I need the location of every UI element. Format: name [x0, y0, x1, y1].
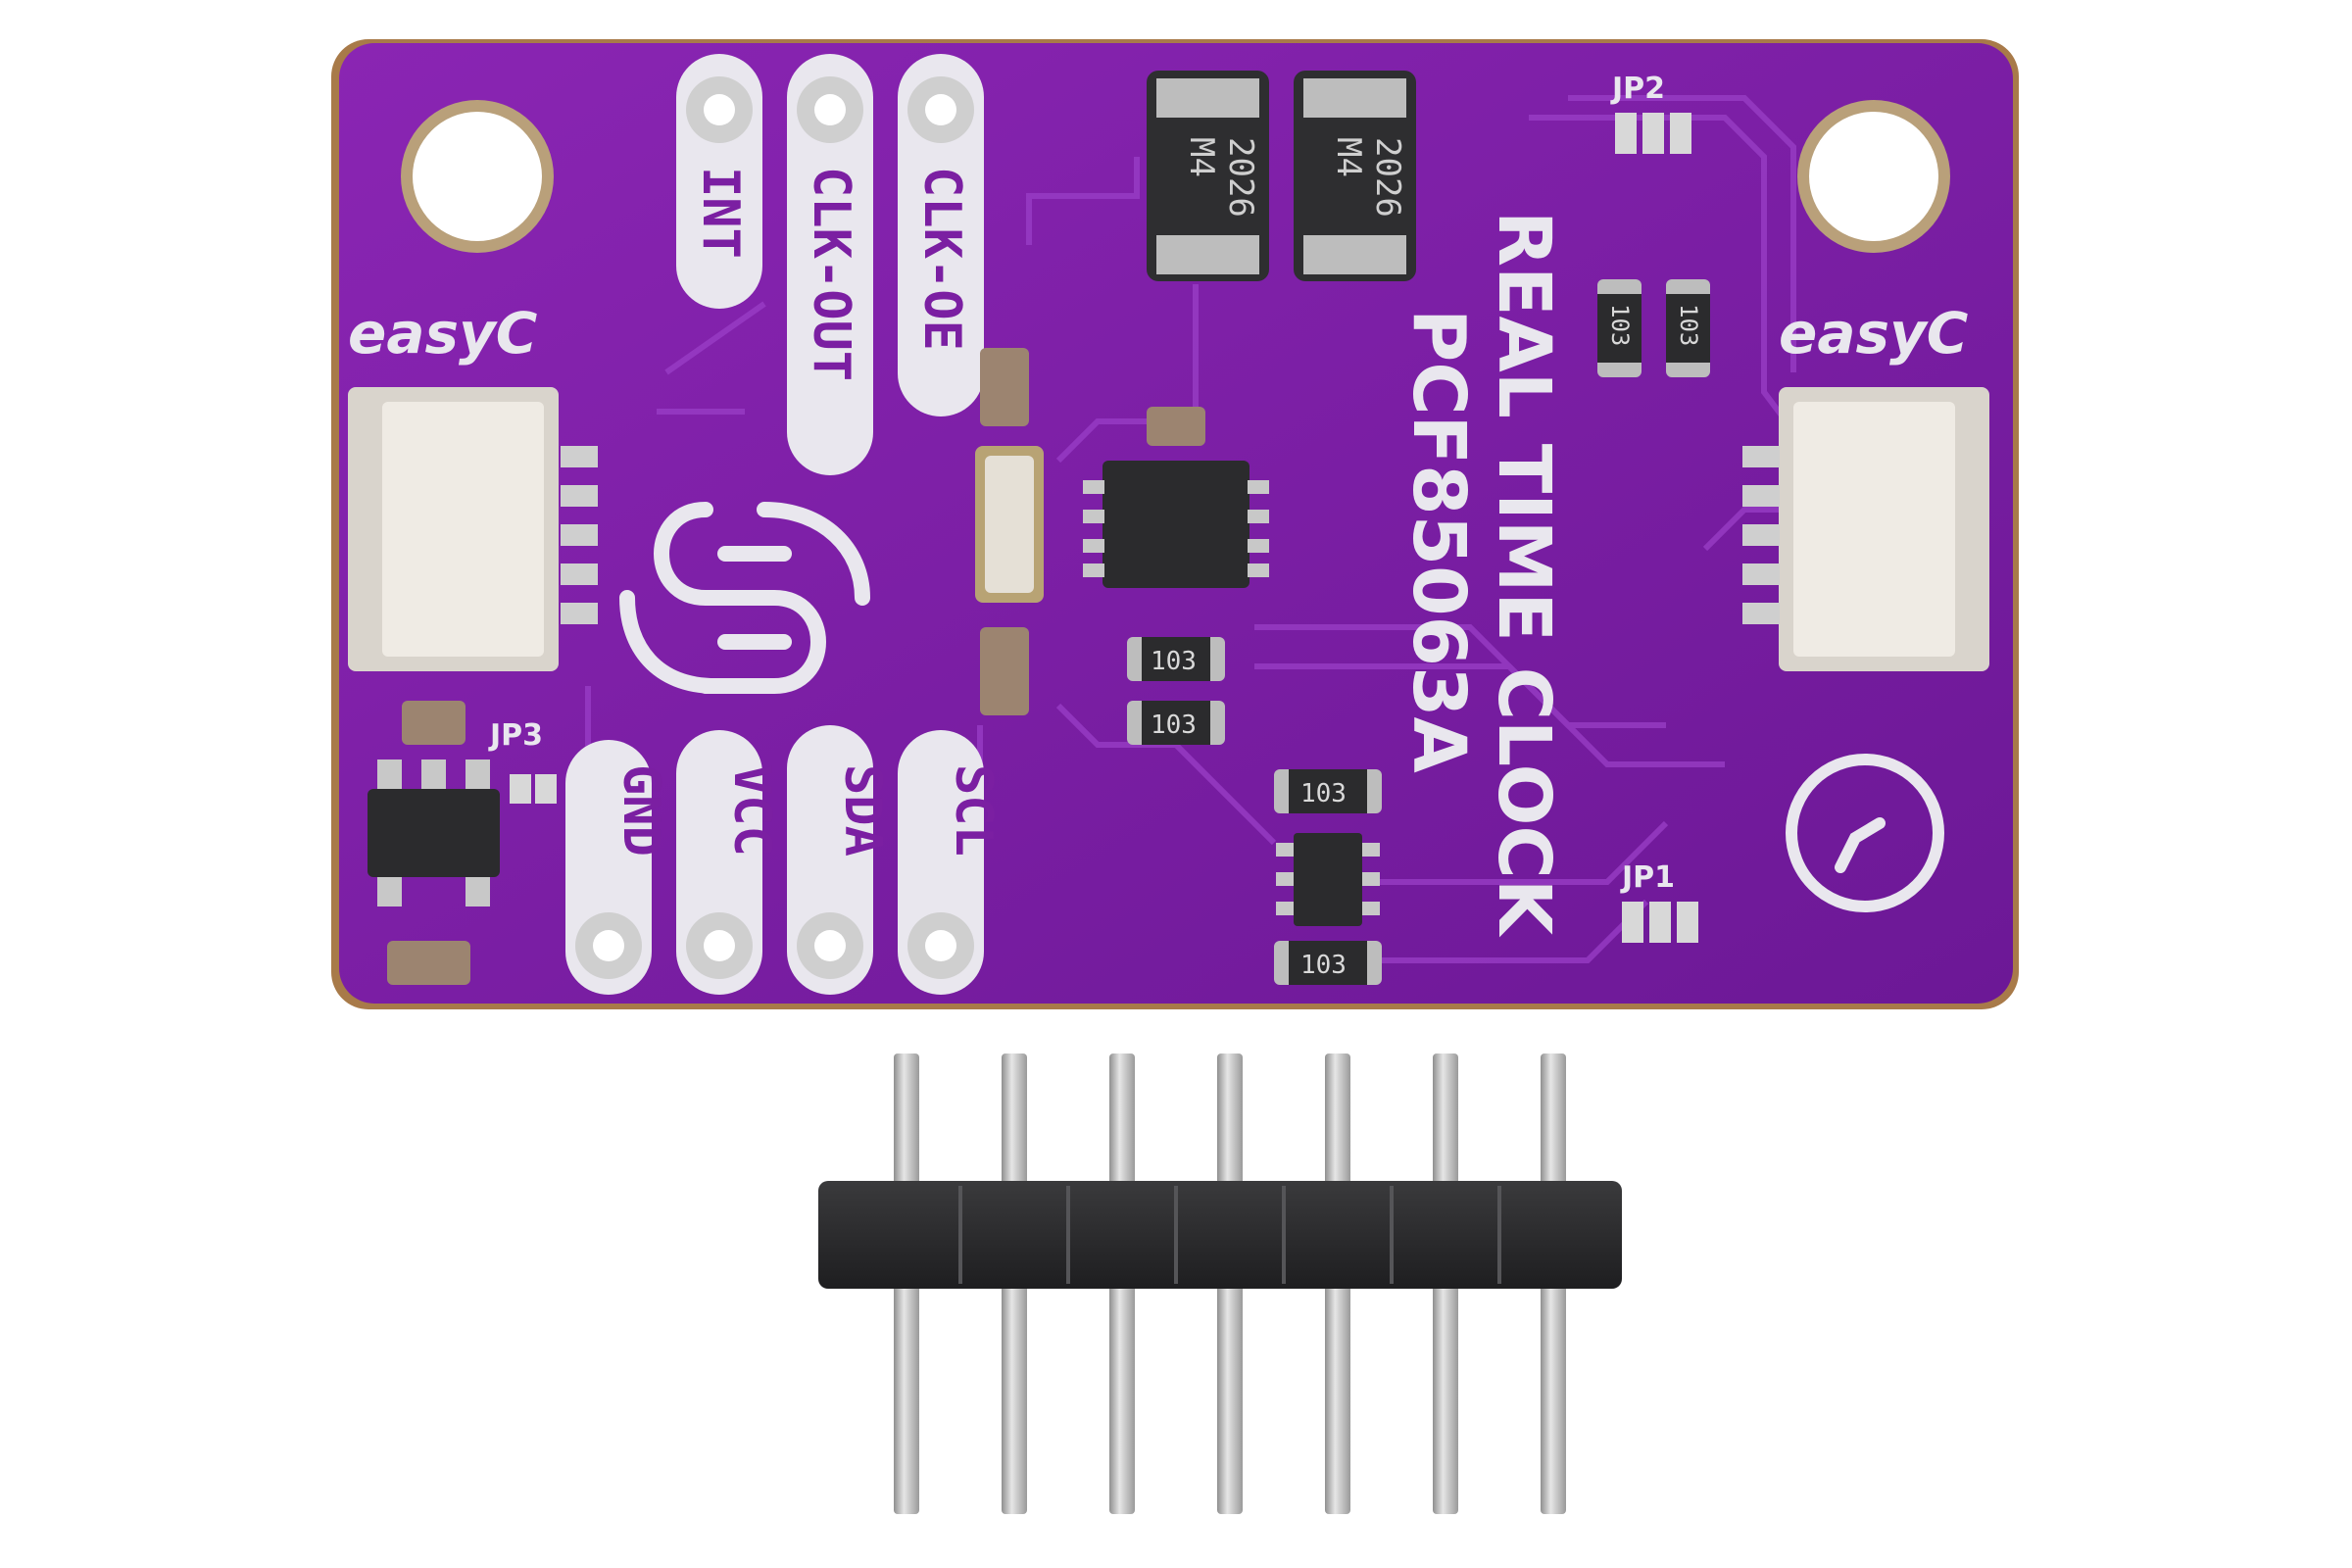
capacitor-2 — [980, 627, 1029, 715]
easyc-connector-right — [1742, 387, 1989, 671]
pin-pad-scl — [907, 912, 974, 979]
resistor-r5: 103 — [1597, 279, 1642, 377]
diode-1-marking-a: M4 — [1182, 137, 1221, 177]
brand-logo — [619, 502, 870, 694]
resistor-r1: 103 — [1127, 637, 1225, 681]
resistor-r2: 103 — [1127, 701, 1225, 745]
jumper-jp1: JP1 — [1620, 860, 1698, 943]
easyc-label-left: easyC — [348, 300, 537, 367]
resistor-r2-marking: 103 — [1151, 710, 1197, 740]
pin-label-int: INT — [691, 167, 750, 259]
resistor-r3: 103 — [1274, 769, 1382, 813]
capacitor-1 — [980, 348, 1029, 426]
pin-pad-clk-out — [797, 76, 863, 143]
pin-header — [818, 1054, 1622, 1514]
pin-label-sda: SDA — [833, 764, 892, 857]
diode-2-marking-b: 2026 — [1368, 137, 1407, 218]
board-title-line2: PCF85063A — [1396, 309, 1481, 773]
diode-2-marking-a: M4 — [1329, 137, 1368, 177]
mounting-hole-right — [1797, 100, 1950, 253]
jumper-jp2-label: JP2 — [1610, 72, 1665, 106]
voltage-regulator — [368, 701, 500, 985]
jumper-jp3: JP3 — [488, 718, 557, 804]
pin-pad-int — [686, 76, 753, 143]
resistor-r5-marking: 103 — [1606, 304, 1634, 346]
pin-label-gnd: GND — [612, 764, 670, 857]
jumper-jp3-label: JP3 — [488, 718, 543, 753]
diode-2: M4 2026 — [1294, 71, 1416, 281]
jumper-jp2: JP2 — [1610, 72, 1691, 154]
pin-label-vcc: VCC — [722, 764, 781, 857]
pin-pad-sda — [797, 912, 863, 979]
crystal — [975, 446, 1044, 603]
resistor-r4-marking: 103 — [1300, 951, 1347, 980]
board-title-line1: REAL TIME CLOCK — [1482, 211, 1566, 938]
rtc-chip — [1083, 461, 1269, 588]
sot-chip-middle — [1276, 833, 1380, 926]
mounting-hole-left — [401, 100, 554, 253]
pin-pad-gnd — [575, 912, 642, 979]
header-plastic — [818, 1181, 1622, 1289]
diode-1: M4 2026 — [1147, 71, 1269, 281]
resistor-r3-marking: 103 — [1300, 779, 1347, 808]
easyc-connector-left — [348, 387, 598, 671]
easyc-label-right: easyC — [1779, 300, 1968, 367]
clock-icon — [1786, 754, 1944, 912]
resistor-r6: 103 — [1666, 279, 1710, 377]
resistor-r4: 103 — [1274, 941, 1382, 985]
pin-pad-vcc — [686, 912, 753, 979]
resistor-r6-marking: 103 — [1675, 304, 1702, 346]
jumper-jp1-label: JP1 — [1620, 860, 1675, 895]
diode-1-marking-b: 2026 — [1221, 137, 1260, 218]
bottom-pin-row: GND VCC SDA SCL — [565, 725, 1003, 995]
pin-pad-clk-oe — [907, 76, 974, 143]
pin-label-scl: SCL — [944, 764, 1003, 857]
pin-label-clk-oe: CLK-OE — [912, 167, 971, 351]
resistor-r1-marking: 103 — [1151, 647, 1197, 676]
top-pin-row: INT CLK-OUT CLK-OE — [676, 54, 984, 475]
capacitor-3 — [1147, 407, 1205, 446]
pin-label-clk-out: CLK-OUT — [802, 167, 860, 381]
